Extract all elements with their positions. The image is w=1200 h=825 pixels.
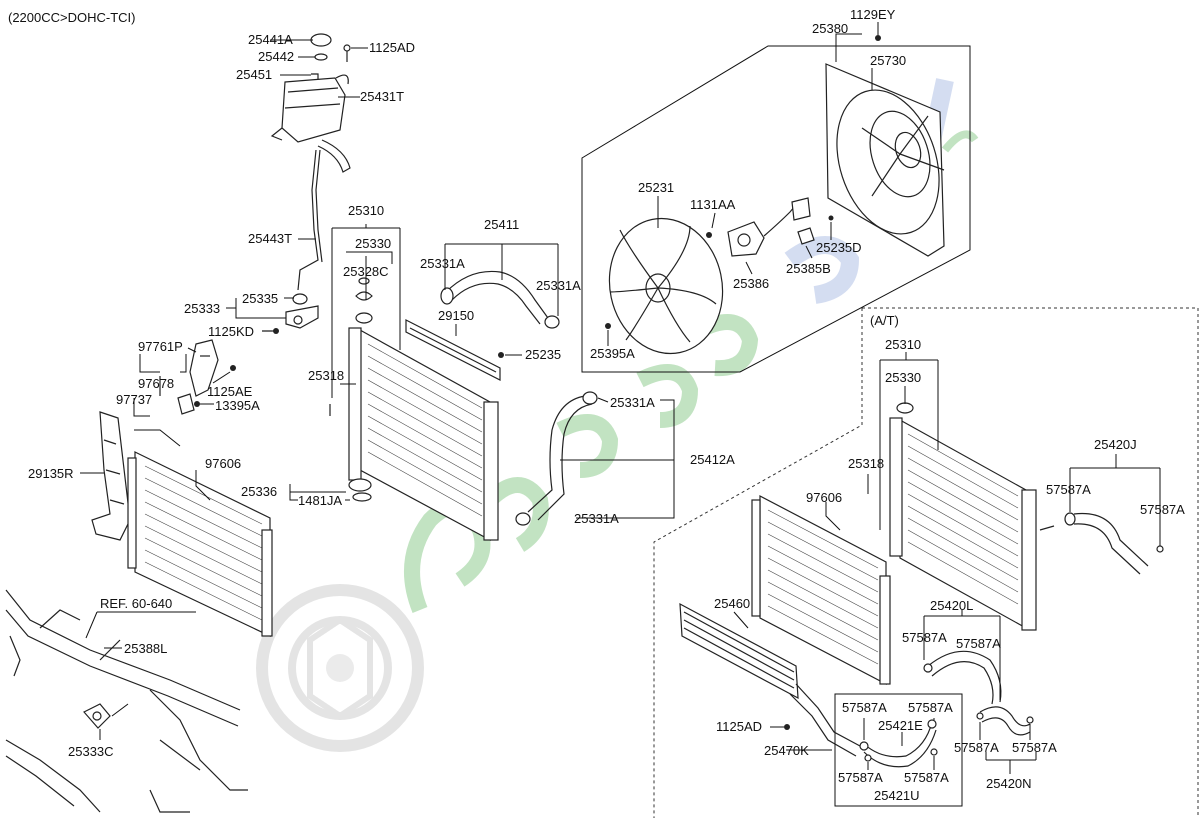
part-label-25235D: 25235D <box>816 240 862 255</box>
part-label-57587A-l2: 57587A <box>956 636 1001 651</box>
part-label-25442: 25442 <box>258 49 294 64</box>
part-label-29150: 29150 <box>438 308 474 323</box>
part-label-97761P: 97761P <box>138 339 183 354</box>
part-label-25328C: 25328C <box>343 264 389 279</box>
coolant-reservoir-group <box>270 33 351 291</box>
mount-bracket-25333 <box>262 293 319 334</box>
watermark-logo <box>256 584 424 752</box>
part-label-25380: 25380 <box>812 21 848 36</box>
hose-25420N <box>976 706 1034 736</box>
part-label-25441A: 25441A <box>248 32 293 47</box>
part-label-25318-main: 25318 <box>308 368 344 383</box>
fan-shroud-25730 <box>825 63 945 257</box>
part-label-97678: 97678 <box>138 376 174 391</box>
part-label-25385B: 25385B <box>786 261 831 276</box>
air-guard-29135R <box>91 411 131 541</box>
fan-motor-25386 <box>706 197 834 257</box>
reference-label: REF. 60-640 <box>100 596 172 611</box>
part-label-25730: 25730 <box>870 53 906 68</box>
part-label-25470K: 25470K <box>764 743 809 758</box>
part-label-97606-at: 97606 <box>806 490 842 505</box>
part-label-57587A-n1: 57587A <box>954 740 999 755</box>
at-section-label: (A/T) <box>870 313 899 328</box>
hose-25420J <box>1064 512 1164 575</box>
part-label-57587A-e2: 57587A <box>908 700 953 715</box>
part-label-1125AE: 1125AE <box>207 384 253 399</box>
engine-variant-label: (2200CC>DOHC-TCI) <box>8 10 136 25</box>
oil-cooler-25460 <box>679 602 861 757</box>
part-label-1125AD-at: 1125AD <box>716 719 762 734</box>
part-label-25333: 25333 <box>184 301 220 316</box>
upper-hose-25411 <box>440 270 560 329</box>
front-body-frame <box>5 589 248 813</box>
part-label-25336: 25336 <box>241 484 277 499</box>
at-section-outline <box>653 307 1199 818</box>
part-label-25331A-4: 25331A <box>574 511 619 526</box>
part-label-25331A-1: 25331A <box>420 256 465 271</box>
part-label-25420N: 25420N <box>986 776 1032 791</box>
part-label-25395A: 25395A <box>590 346 635 361</box>
part-label-25330-at: 25330 <box>885 370 921 385</box>
part-label-25310-main: 25310 <box>348 203 384 218</box>
condenser-at <box>751 495 891 685</box>
part-label-25388L: 25388L <box>124 641 167 656</box>
part-label-57587A-j2: 57587A <box>1140 502 1185 517</box>
part-label-25331A-3: 25331A <box>610 395 655 410</box>
fan-assembly-outline <box>581 45 971 373</box>
part-label-13395A: 13395A <box>215 398 260 413</box>
part-label-25421E: 25421E <box>878 718 923 733</box>
part-label-57587A-e3: 57587A <box>838 770 883 785</box>
part-label-57587A-n2: 57587A <box>1012 740 1057 755</box>
part-label-25421U: 25421U <box>874 788 920 803</box>
radiator-main <box>329 277 499 542</box>
hose-25421E <box>859 719 938 768</box>
part-label-25431T: 25431T <box>360 89 404 104</box>
part-label-57587A-j1: 57587A <box>1046 482 1091 497</box>
part-label-1129EY: 1129EY <box>850 7 896 22</box>
part-label-25460: 25460 <box>714 596 750 611</box>
part-label-1131AA: 1131AA <box>690 197 736 212</box>
part-label-25420J: 25420J <box>1094 437 1137 452</box>
part-label-25412A: 25412A <box>690 452 735 467</box>
part-label-25335: 25335 <box>242 291 278 306</box>
part-label-57587A-e1: 57587A <box>842 700 887 715</box>
hose-25420L <box>923 650 1002 705</box>
air-guard-29150 <box>405 319 504 381</box>
part-label-25443T: 25443T <box>248 231 292 246</box>
lower-hose-25412A <box>515 391 598 526</box>
part-label-25411: 25411 <box>484 217 519 232</box>
hose-25421E-box <box>834 693 963 807</box>
condenser-left <box>127 451 273 637</box>
part-label-25330-main: 25330 <box>355 236 391 251</box>
part-label-57587A-e4: 57587A <box>904 770 949 785</box>
part-label-25451: 25451 <box>236 67 272 82</box>
fan-blade-25231 <box>605 217 724 355</box>
part-label-1125AD-top: 1125AD <box>369 40 415 55</box>
part-label-97606-left: 97606 <box>205 456 241 471</box>
part-label-25333C: 25333C <box>68 744 114 759</box>
part-label-25420L: 25420L <box>930 598 973 613</box>
part-label-97737: 97737 <box>116 392 152 407</box>
part-label-25310-at: 25310 <box>885 337 921 352</box>
radiator-at <box>889 402 1055 631</box>
part-label-29135R: 29135R <box>28 466 74 481</box>
part-label-57587A-l1: 57587A <box>902 630 947 645</box>
part-label-25318-at: 25318 <box>848 456 884 471</box>
part-label-25235: 25235 <box>525 347 561 362</box>
part-label-25231: 25231 <box>638 180 674 195</box>
part-label-1481JA: 1481JA <box>298 493 342 508</box>
part-label-25386: 25386 <box>733 276 769 291</box>
part-label-1125KD: 1125KD <box>208 324 254 339</box>
condenser-bracket-97761P <box>159 339 236 415</box>
part-label-25331A-2: 25331A <box>536 278 581 293</box>
